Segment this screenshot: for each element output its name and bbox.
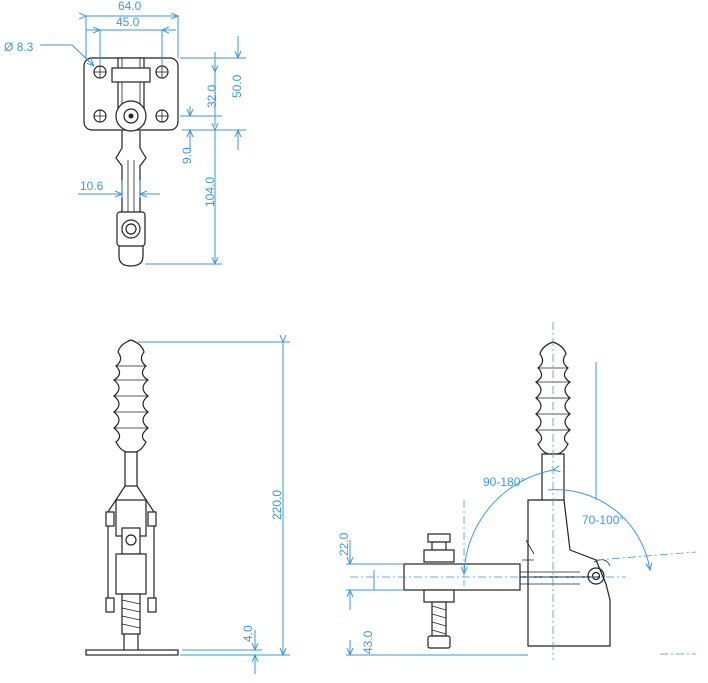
dim-9: 9.0 [180, 147, 194, 164]
dim-104: 104.0 [203, 177, 217, 207]
dim-hole: Ø 8.3 [4, 40, 34, 54]
top-dimensions: 64.0 45.0 Ø 8.3 50.0 32.0 9.0 104.0 10.6 [4, 0, 246, 264]
dim-10-6: 10.6 [80, 179, 104, 193]
dim-43: 43.0 [361, 630, 375, 654]
dim-220: 220.0 [270, 490, 284, 520]
base-flange [85, 649, 179, 656]
dim-4: 4.0 [241, 625, 255, 642]
side-dimensions: 90-180° 70-100° 22.0 43.0 [337, 470, 696, 655]
front-dimensions: 220.0 4.0 [138, 342, 290, 674]
angle-90-180: 90-180° [483, 475, 525, 489]
angle-70-100: 70-100° [582, 513, 624, 527]
dim-32: 32.0 [205, 84, 219, 108]
side-view [350, 322, 697, 660]
front-view [85, 339, 179, 656]
dim-22: 22.0 [337, 532, 351, 556]
dim-64: 64.0 [118, 0, 142, 13]
top-view [83, 57, 179, 267]
dim-45: 45.0 [116, 15, 140, 29]
dim-50: 50.0 [230, 74, 244, 98]
